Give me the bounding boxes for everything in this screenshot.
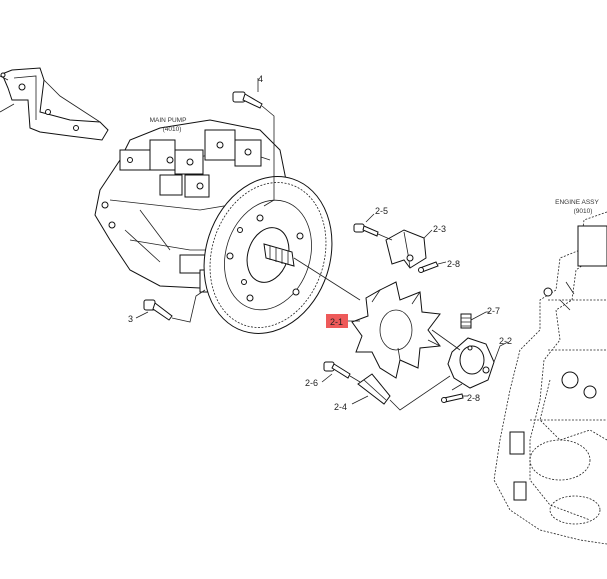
set-screw-2-7 — [460, 311, 490, 329]
callout-2-7[interactable]: 2-7 — [487, 306, 500, 316]
bolt-2-6 — [321, 361, 361, 383]
pin-2-8-upper — [418, 261, 447, 273]
callout-4[interactable]: 4 — [258, 74, 263, 84]
bolt-3 — [135, 289, 206, 323]
main-pump-name: MAIN PUMP — [150, 117, 187, 124]
clamp-plate-2-3 — [385, 229, 433, 269]
bolt-2-5 — [353, 213, 393, 241]
engine-assy-code: (9010) — [574, 208, 593, 215]
highlight-box-2-1 — [326, 314, 348, 328]
wedge-2-4 — [351, 373, 451, 411]
callout-3[interactable]: 3 — [128, 314, 133, 324]
callout-2-3[interactable]: 2-3 — [433, 224, 446, 234]
main-pump-code: (4010) — [163, 126, 182, 133]
mounting-bracket — [0, 67, 109, 141]
pin-2-8-lower — [441, 383, 468, 403]
callout-2-8-lower[interactable]: 2-8 — [467, 393, 480, 403]
engine-assy-name: ENGINE ASSY — [555, 199, 599, 206]
callout-2-2[interactable]: 2-2 — [499, 336, 512, 346]
callout-2-8-upper[interactable]: 2-8 — [447, 259, 460, 269]
callout-2-6[interactable]: 2-6 — [305, 378, 318, 388]
callout-2-1[interactable]: 2-1 — [330, 317, 343, 327]
engine-assembly — [493, 211, 607, 545]
pump-shaft — [263, 243, 361, 301]
callout-2-5[interactable]: 2-5 — [375, 206, 388, 216]
coupling-insert-2-1 — [351, 281, 441, 379]
bolt-4 — [232, 78, 275, 207]
coupling-hub-2-2 — [431, 329, 509, 389]
callout-2-4[interactable]: 2-4 — [334, 402, 347, 412]
